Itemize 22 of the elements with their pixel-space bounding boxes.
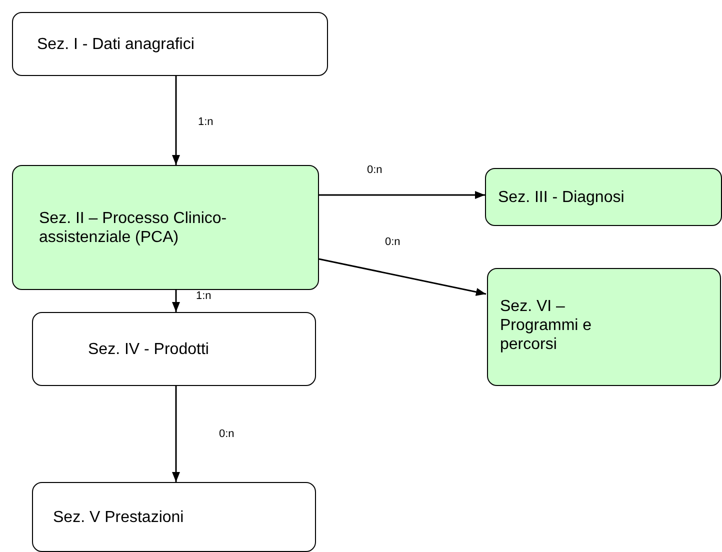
- entity-box: [485, 168, 722, 226]
- entity-box: [12, 12, 328, 76]
- arrow: [172, 290, 180, 312]
- entity-box: [12, 165, 319, 290]
- arrow: [318, 258, 486, 296]
- arrow: [319, 191, 485, 199]
- edge-label: 1:n: [197, 116, 214, 128]
- edge-label: 0:n: [384, 236, 402, 248]
- arrow: [172, 386, 180, 482]
- edge-label: 1:n: [195, 290, 212, 302]
- entity-label: Sez. I - Dati anagrafici: [37, 34, 194, 54]
- entity-box: [32, 312, 316, 386]
- entity-label: Sez. IV - Prodotti: [88, 340, 209, 358]
- edge-label: 0:n: [218, 428, 236, 440]
- arrow: [172, 76, 180, 165]
- entity-label: Sez. III - Diagnosi: [498, 188, 624, 206]
- entity-label: Sez. II – Processo Clinico-assistenziale (PCA): [39, 208, 228, 246]
- edge-label: 0:n: [366, 164, 384, 176]
- entity-box: [487, 268, 721, 386]
- entity-label: Sez. V Prestazioni: [53, 508, 184, 526]
- entity-label: Sez. VI – Programmi e percorsi: [500, 297, 593, 354]
- entity-box: [32, 482, 316, 552]
